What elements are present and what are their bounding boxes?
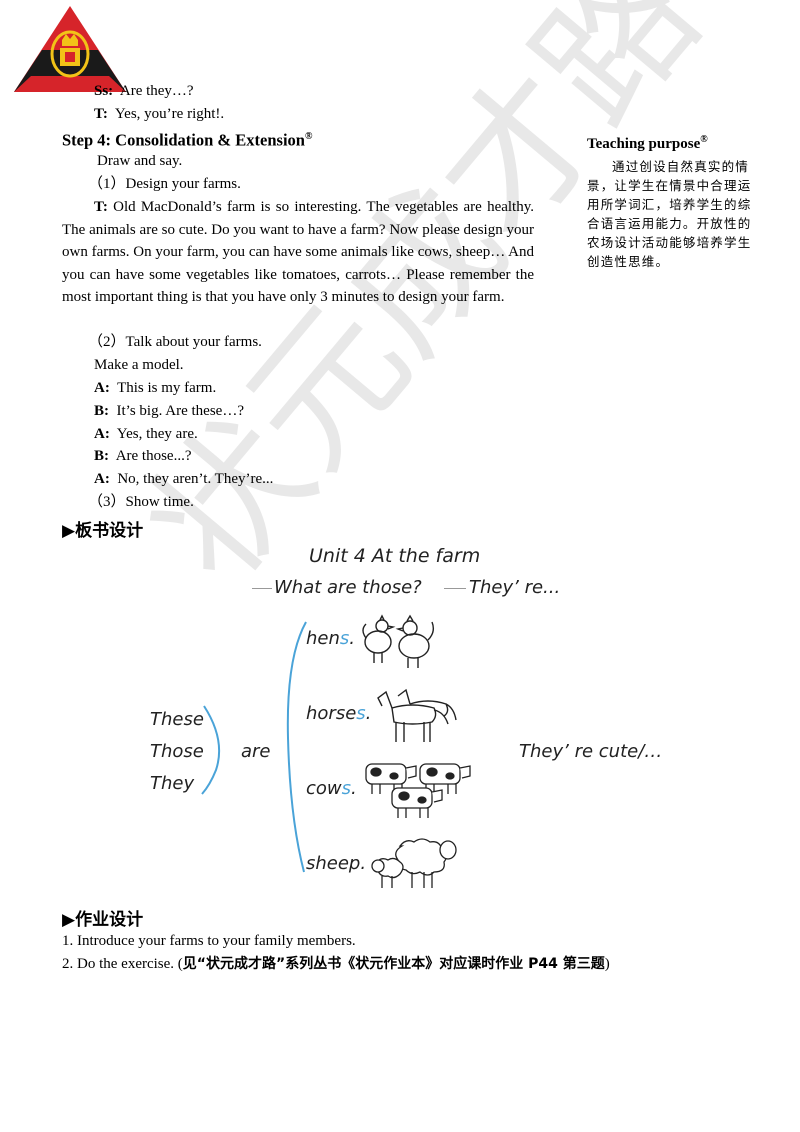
registered-mark: ® (700, 134, 708, 145)
make-model: Make a model. (94, 357, 184, 373)
draw-say: Draw and say. (97, 153, 183, 169)
dialogue-line: A: Yes, they are. (94, 424, 198, 444)
pronoun-these: These (150, 709, 204, 730)
paragraph-text: Old MacDonald’s farm is so interesting. … (62, 199, 534, 305)
teaching-purpose-title: Teaching purpose® (587, 134, 708, 153)
speaker-label: T: (94, 106, 108, 122)
line-text: No, they aren’t. They’re... (117, 471, 274, 487)
animal-stem: sheep (306, 853, 361, 874)
right-brace-icon (286, 621, 307, 873)
speaker-label: A: (94, 471, 110, 487)
board-heading: ▶板书设计 (62, 521, 144, 541)
plural-suffix: s (341, 778, 352, 799)
speaker-label: B: (94, 403, 109, 419)
teaching-purpose-label: Teaching purpose (587, 136, 701, 152)
item-2: （2）Talk about your farms. (88, 334, 262, 350)
line-text: Yes, they are. (116, 426, 198, 442)
line-text: Are those...? (115, 448, 192, 464)
homework-item-2-end: ) (604, 956, 610, 972)
speaker-label: A: (94, 426, 110, 442)
horses-icon (377, 688, 457, 742)
line-text: It’s big. Are these…? (116, 403, 244, 419)
line-text: Yes, you’re right!. (114, 106, 225, 122)
animal-end: . (365, 703, 372, 724)
animal-sheep: sheep. (306, 853, 366, 874)
dialogue-line: A: No, they aren’t. They’re... (94, 469, 273, 489)
step4-heading: Step 4: Consolidation & Extension® (62, 127, 312, 151)
homework-item-2: 2. Do the exercise. (见“状元成才路”系列丛书《状元作业本》… (62, 954, 610, 974)
plural-suffix: s (356, 703, 366, 724)
ss-line: Ss: Are they…? (94, 81, 194, 101)
line-text: Are they…? (119, 83, 194, 99)
verb-are: are (241, 741, 271, 762)
animal-stem: horse (306, 703, 357, 724)
homework-item-2-reference: 见“状元成才路”系列丛书《状元作业本》对应课时作业 P44 第三题 (182, 956, 605, 972)
animal-stem: cow (306, 778, 342, 799)
logo-emblem (14, 6, 126, 92)
left-brace-icon (201, 705, 221, 795)
animal-end: . (351, 778, 357, 799)
divider (444, 588, 466, 589)
board-answer: They’ re... (469, 577, 561, 598)
pronoun-they: They (150, 773, 195, 794)
teaching-purpose-body: 通过创设自然真实的情景，让学生在情景中合理运用所学词汇，培养学生的综合语言运用能… (587, 159, 752, 269)
speaker-label: Ss: (94, 83, 114, 99)
item-3: （3）Show time. (88, 494, 194, 510)
animal-hens: hens. (306, 628, 355, 649)
step4-title: Step 4: Consolidation & Extension (62, 130, 305, 150)
homework-item-2-text: 2. Do the exercise. ( (62, 956, 183, 972)
plural-suffix: s (339, 628, 350, 649)
divider (252, 588, 272, 589)
dialogue-line: B: Are those...? (94, 446, 192, 466)
board-question: What are those? (274, 577, 422, 598)
pronoun-those: Those (150, 741, 204, 762)
line-text: This is my farm. (117, 380, 217, 396)
animal-cows: cows. (306, 778, 357, 799)
speaker-label: B: (94, 448, 109, 464)
dialogue-line: B: It’s big. Are these…? (94, 401, 244, 421)
hens-icon (362, 614, 435, 668)
registered-mark: ® (304, 131, 313, 142)
animal-horses: horses. (306, 703, 371, 724)
animal-end: . (349, 628, 356, 649)
homework-item-1: 1. Introduce your farms to your family m… (62, 933, 356, 949)
sheep-icon (371, 838, 457, 888)
board-comment: They’ re cute/… (519, 741, 663, 762)
animal-stem: hen (306, 628, 340, 649)
animal-end: . (360, 853, 367, 874)
dialogue-line: A: This is my farm. (94, 378, 216, 398)
speaker-label: T: (94, 199, 108, 215)
board-title: Unit 4 At the farm (309, 545, 481, 567)
cows-icon (365, 763, 471, 818)
t-line: T: Yes, you’re right!. (94, 104, 224, 124)
teacher-paragraph: T: Old MacDonald’s farm is so interestin… (62, 196, 534, 309)
item-1: （1）Design your farms. (88, 176, 241, 192)
speaker-label: A: (94, 380, 110, 396)
homework-heading: ▶作业设计 (62, 910, 144, 930)
